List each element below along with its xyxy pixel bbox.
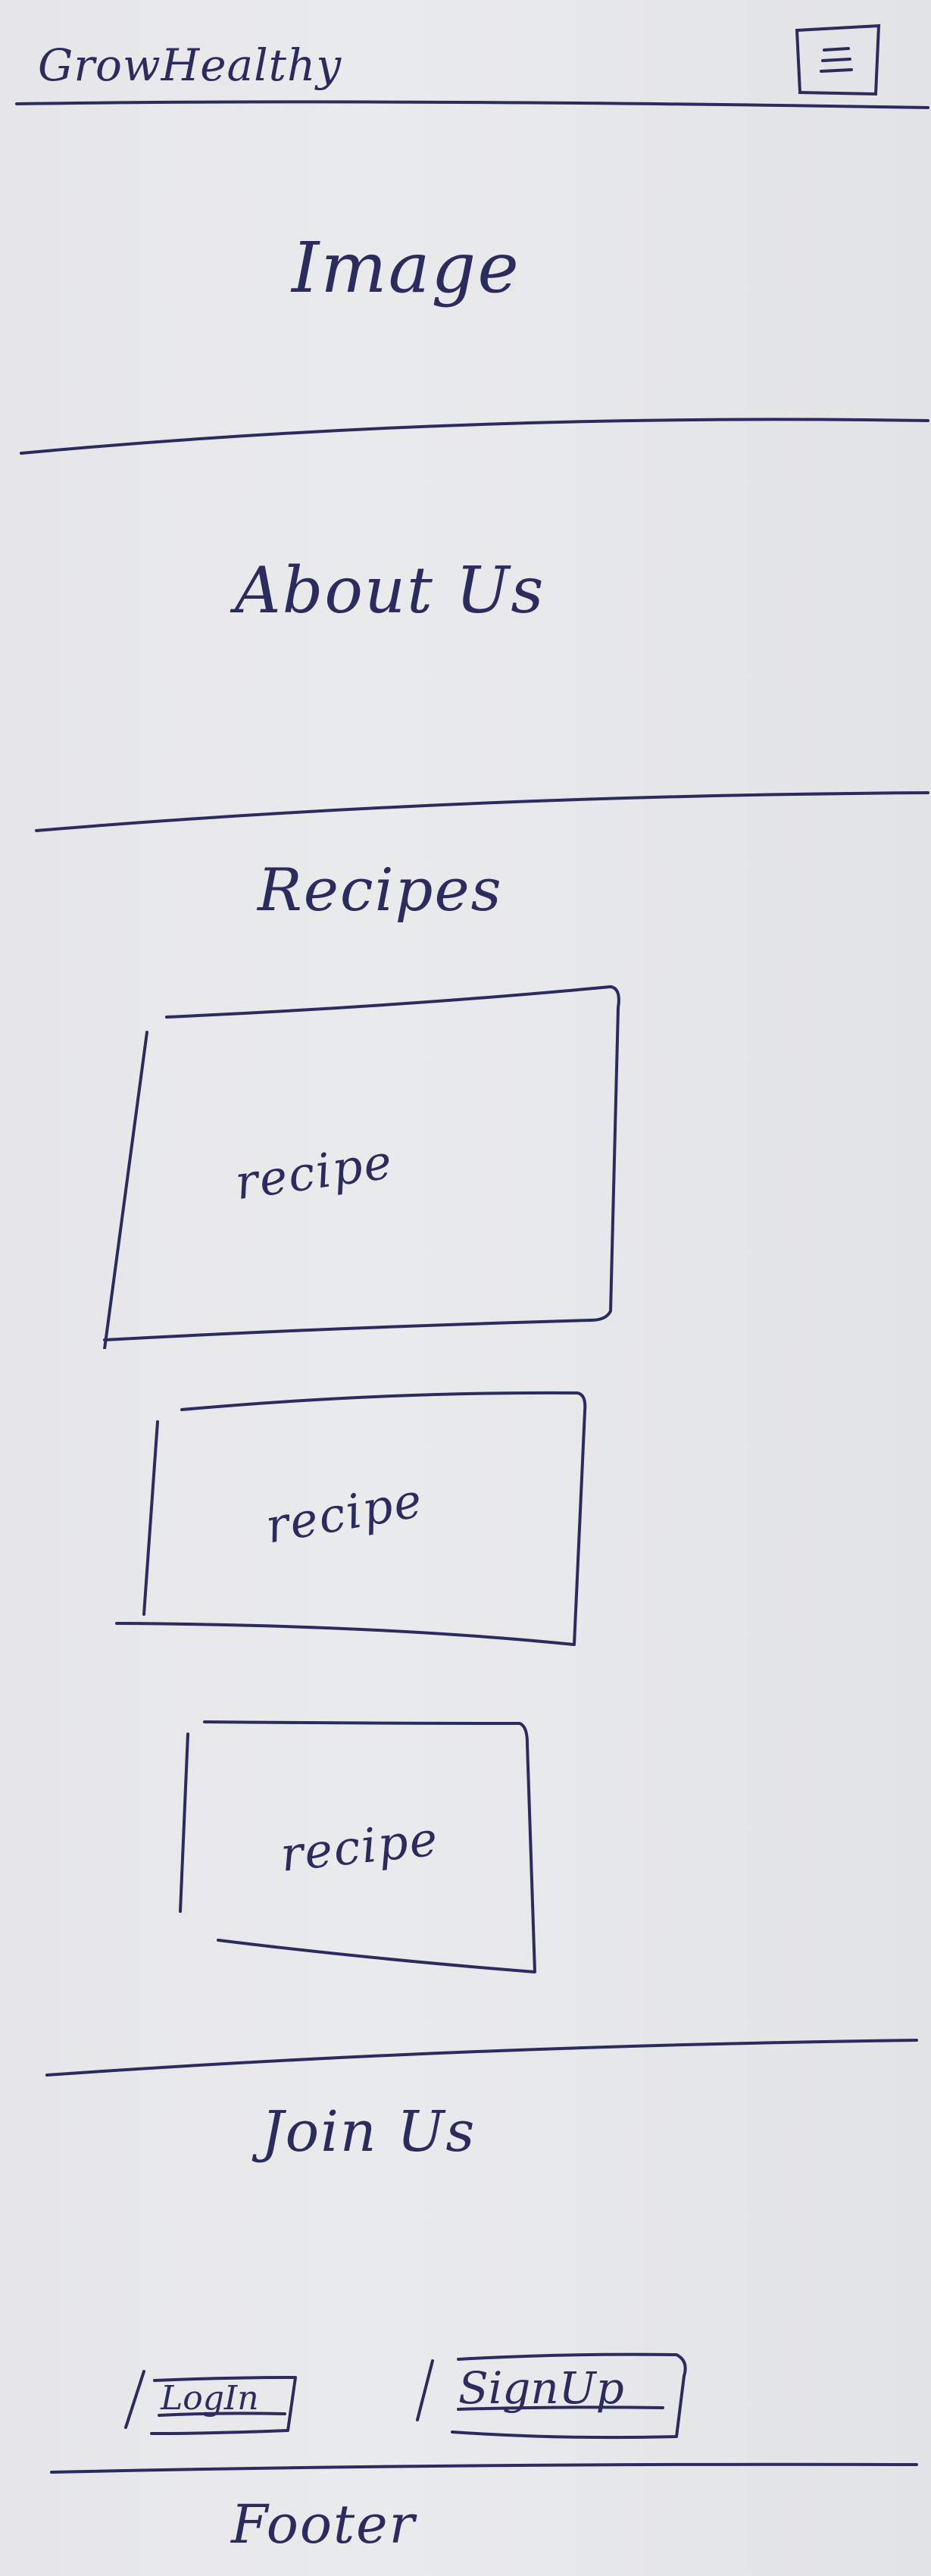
join-us-heading: Join Us	[261, 2099, 476, 2164]
brand-logo[interactable]: GrowHealthy	[38, 39, 342, 91]
recipe-card[interactable]: recipe	[98, 978, 629, 1351]
signup-button-frame	[416, 2352, 687, 2440]
about-us-heading: About Us	[235, 553, 545, 628]
signup-button[interactable]: SignUp	[413, 2346, 693, 2448]
hero-image-placeholder: Image	[292, 227, 520, 308]
recipe-card[interactable]: recipe	[174, 1713, 545, 1978]
recipes-divider	[45, 2039, 918, 2077]
recipes-heading: Recipes	[258, 856, 503, 925]
login-button-label: LogIn	[161, 2379, 259, 2418]
about-divider	[35, 791, 929, 832]
login-button[interactable]: LogIn	[121, 2361, 311, 2444]
login-button-frame	[124, 2370, 297, 2435]
signup-button-label: SignUp	[458, 2362, 624, 2414]
hero-divider	[20, 418, 929, 455]
hamburger-menu-icon	[795, 23, 881, 96]
footer-label: Footer	[231, 2493, 417, 2556]
recipe-card-frame	[179, 1720, 536, 1973]
hamburger-menu-button[interactable]	[788, 23, 886, 99]
join-divider	[50, 2462, 918, 2474]
header-divider	[15, 100, 929, 109]
recipe-card-frame	[103, 985, 620, 1351]
recipe-card-frame	[115, 1391, 587, 1646]
recipe-card[interactable]: recipe	[114, 1379, 598, 1652]
